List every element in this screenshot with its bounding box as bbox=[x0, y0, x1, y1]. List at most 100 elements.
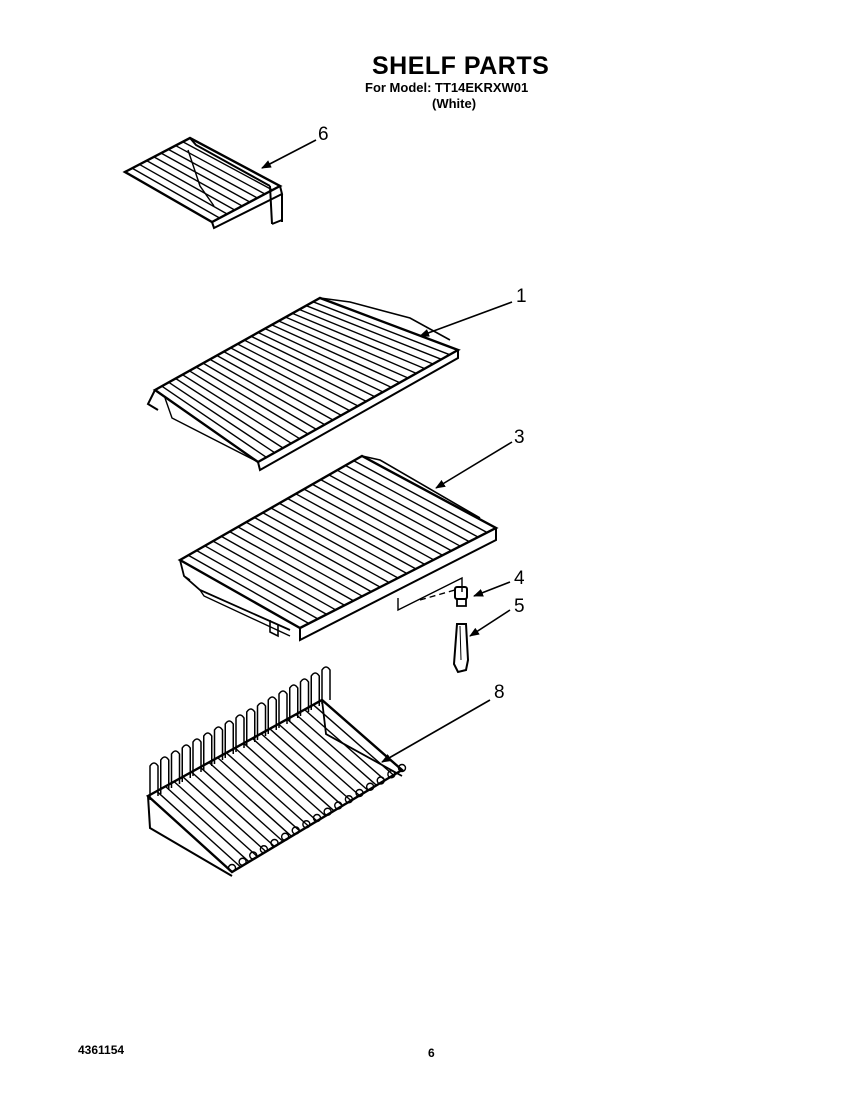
part-8-drawing bbox=[145, 666, 407, 877]
part-6-drawing bbox=[122, 136, 284, 230]
shelf-rod bbox=[202, 362, 317, 430]
basket-loop-end bbox=[365, 782, 375, 791]
basket-loop bbox=[278, 690, 288, 728]
model-line: For Model: TT14EKRXW01 bbox=[365, 80, 529, 95]
shelf-rod bbox=[131, 167, 220, 219]
shelf-rod bbox=[229, 531, 354, 602]
basket-loop bbox=[149, 762, 159, 800]
shelf-rod bbox=[237, 343, 359, 407]
basket-loop bbox=[256, 702, 267, 740]
part-3-drawing bbox=[177, 454, 499, 642]
page-number: 6 bbox=[428, 1046, 435, 1060]
shelf-rod bbox=[182, 374, 292, 444]
part-4-5-drawing bbox=[397, 576, 470, 674]
basket-loop bbox=[246, 708, 256, 746]
shelf-rod bbox=[270, 507, 399, 579]
shelf-rod bbox=[139, 163, 228, 215]
basket-rod bbox=[156, 790, 241, 868]
shelf-rod bbox=[264, 328, 392, 388]
shelf-rod bbox=[320, 479, 452, 552]
callout-number-3: 3 bbox=[514, 427, 525, 448]
shelf-rod bbox=[336, 469, 470, 543]
basket-loop bbox=[213, 726, 224, 764]
basket-rod bbox=[191, 771, 275, 848]
basket-loop bbox=[289, 684, 299, 722]
callout-line-8 bbox=[381, 699, 491, 763]
basket-loop-end bbox=[280, 832, 290, 841]
basket-loop bbox=[181, 744, 191, 782]
shelf-rod bbox=[245, 521, 372, 593]
shelf-rod bbox=[175, 377, 284, 449]
shelf-rod bbox=[168, 381, 276, 454]
basket-rod bbox=[295, 713, 377, 786]
basket-rod bbox=[225, 752, 309, 827]
shelf-rod bbox=[312, 301, 450, 356]
basket-loop-end bbox=[227, 863, 237, 873]
shelf-rod bbox=[257, 331, 384, 393]
basket-loop-end bbox=[259, 845, 269, 854]
basket-loop bbox=[310, 672, 320, 710]
basket-loop bbox=[203, 732, 213, 770]
shelf-rod bbox=[244, 339, 367, 402]
basket-loop bbox=[192, 738, 202, 776]
shelf-rod bbox=[195, 366, 309, 435]
shelf-rod bbox=[204, 545, 328, 615]
shelf-rod bbox=[292, 312, 425, 370]
basket-loop-end bbox=[344, 795, 354, 804]
basket-rod bbox=[269, 728, 352, 802]
basket-loop bbox=[299, 678, 310, 716]
callout-number-4: 4 bbox=[514, 568, 525, 589]
shelf-rod bbox=[353, 460, 488, 534]
basket-loop bbox=[321, 666, 331, 704]
basket-loop bbox=[224, 720, 234, 758]
basket-loop bbox=[170, 750, 181, 788]
basket-rod bbox=[199, 766, 284, 842]
shelf-rod bbox=[345, 464, 479, 538]
callout-number-8: 8 bbox=[494, 682, 505, 703]
shelf-rod bbox=[237, 526, 363, 597]
basket-loop-end bbox=[302, 820, 311, 829]
basket-rod bbox=[182, 776, 267, 853]
shelf-rod bbox=[221, 535, 345, 606]
basket-loop-end bbox=[397, 763, 407, 773]
basket-loop-end bbox=[291, 826, 300, 835]
shelf-rod bbox=[305, 305, 442, 360]
shelf-rod bbox=[254, 516, 381, 588]
basket-rod bbox=[286, 718, 369, 791]
shelf-rod bbox=[262, 512, 390, 584]
basket-rod bbox=[234, 747, 318, 822]
shelf-rod bbox=[328, 474, 461, 547]
basket-rod bbox=[243, 742, 326, 817]
shelf-rod bbox=[230, 347, 350, 412]
basket-loop-end bbox=[355, 788, 364, 798]
basket-loop-end bbox=[334, 801, 343, 810]
basket-rod bbox=[278, 723, 360, 797]
basket-loop-end bbox=[376, 776, 385, 785]
shelf-rod bbox=[295, 493, 426, 565]
callout-line-5 bbox=[469, 609, 511, 637]
basket-rod bbox=[251, 737, 335, 812]
shelf-rod bbox=[299, 308, 434, 365]
callout-lines bbox=[261, 139, 513, 763]
shelf-rod bbox=[303, 488, 434, 561]
shelf-rod bbox=[160, 152, 251, 203]
basket-loop-end bbox=[249, 851, 258, 860]
callout-line-4 bbox=[473, 581, 511, 597]
callout-line-3 bbox=[435, 441, 513, 489]
basket-loop-end bbox=[323, 807, 332, 816]
part-1-drawing bbox=[146, 296, 461, 472]
basket-loop bbox=[267, 696, 277, 734]
shelf-rod bbox=[182, 141, 273, 191]
basket-loop bbox=[160, 756, 170, 794]
shelf-rod bbox=[146, 160, 236, 211]
callout-number-1: 1 bbox=[516, 286, 527, 307]
shelf-rod bbox=[189, 370, 301, 440]
shelf-rod bbox=[209, 358, 326, 426]
basket-loop bbox=[235, 714, 245, 752]
shelf-rod bbox=[216, 354, 334, 421]
basket-rod bbox=[260, 733, 343, 807]
shelf-rod bbox=[271, 324, 400, 384]
callout-number-6: 6 bbox=[318, 124, 329, 145]
shelf-rod bbox=[285, 316, 417, 374]
